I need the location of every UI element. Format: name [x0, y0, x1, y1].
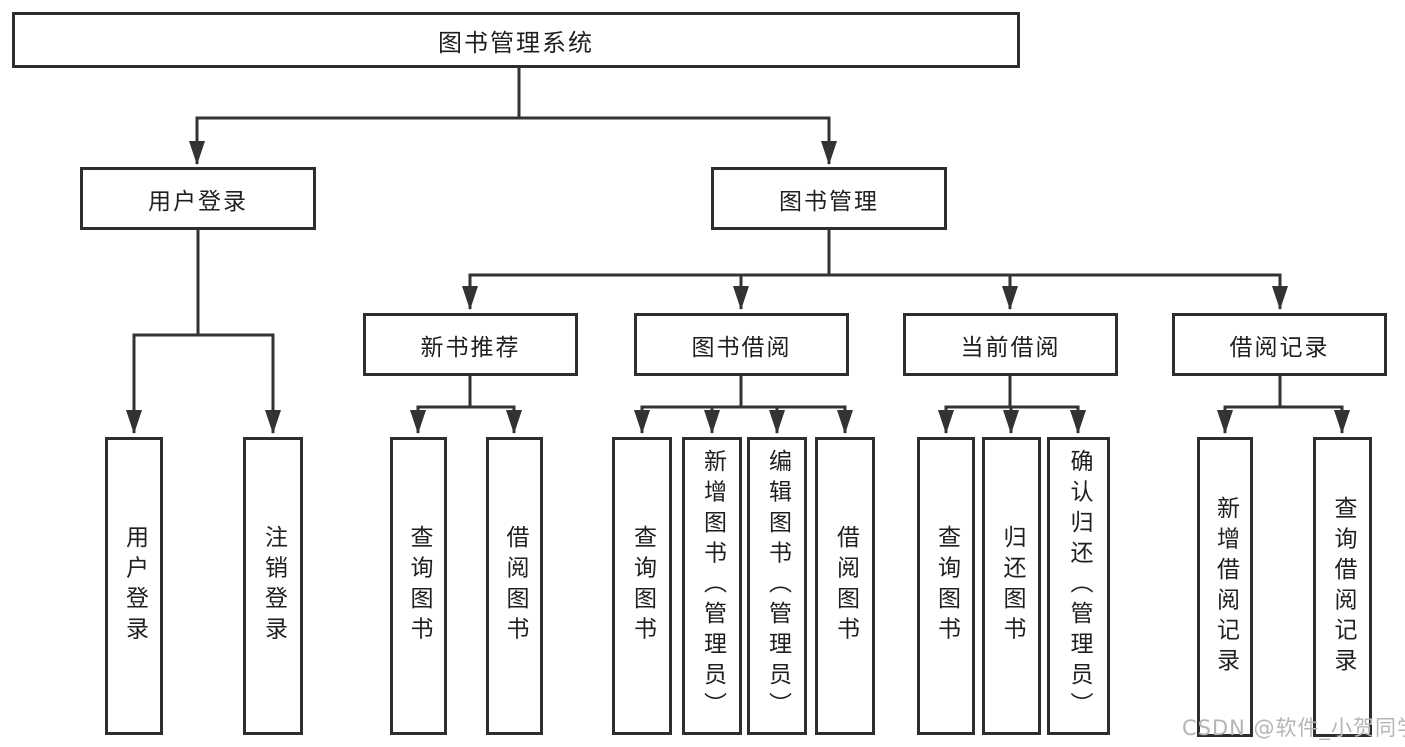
node-current-borrow: 当前借阅	[903, 313, 1118, 376]
node-borrow-records: 借阅记录	[1172, 313, 1387, 376]
leaf-edit-books-admin: 编辑图书（管理员）	[747, 437, 807, 735]
tree-edges	[126, 66, 1350, 434]
leaf-query-books-borrow: 查询图书	[612, 437, 672, 735]
leaf-query-books-recommend: 查询图书	[390, 437, 447, 735]
node-label: 借阅记录	[1229, 334, 1330, 361]
node-label: 查询图书	[629, 525, 656, 647]
node-label: 用户登录	[148, 188, 248, 215]
node-new-book-recommend: 新书推荐	[363, 313, 578, 376]
node-book-borrow: 图书借阅	[634, 313, 849, 376]
leaf-user-login: 用户登录	[105, 437, 163, 735]
watermark: CSDN @软件_小贺同学	[1182, 716, 1405, 740]
node-label: 图书管理系统	[438, 28, 594, 57]
leaf-logout-login: 注销登录	[243, 437, 303, 735]
node-label: 图书管理	[779, 188, 879, 215]
node-label: 新增图书（管理员）	[699, 449, 726, 723]
node-label: 图书借阅	[691, 334, 792, 361]
node-label: 用户登录	[121, 525, 148, 647]
node-label: 新书推荐	[420, 334, 521, 361]
node-label: 借阅图书	[832, 525, 859, 647]
node-label: 确认归还（管理员）	[1066, 449, 1092, 723]
node-label: 查询借阅记录	[1330, 495, 1356, 679]
node-label: 新增借阅记录	[1212, 495, 1239, 679]
node-label: 查询图书	[933, 525, 960, 647]
leaf-borrow-books-recommend: 借阅图书	[486, 437, 543, 735]
node-user-login: 用户登录	[80, 167, 316, 230]
node-book-management: 图书管理	[711, 167, 947, 230]
leaf-return-books: 归还图书	[982, 437, 1041, 735]
node-root: 图书管理系统	[12, 12, 1020, 68]
leaf-add-borrow-record: 新增借阅记录	[1197, 437, 1253, 737]
node-label: 注销登录	[260, 525, 287, 647]
leaf-borrow-books: 借阅图书	[815, 437, 875, 735]
leaf-query-books-current: 查询图书	[917, 437, 975, 735]
node-label: 查询图书	[406, 525, 432, 647]
leaf-confirm-return-admin: 确认归还（管理员）	[1047, 437, 1110, 735]
node-label: 归还图书	[999, 525, 1025, 647]
leaf-query-borrow-record: 查询借阅记录	[1313, 437, 1372, 737]
node-label: 编辑图书（管理员）	[764, 449, 791, 723]
node-label: 借阅图书	[502, 525, 528, 647]
leaf-add-books-admin: 新增图书（管理员）	[682, 437, 742, 735]
node-label: 当前借阅	[960, 334, 1061, 361]
